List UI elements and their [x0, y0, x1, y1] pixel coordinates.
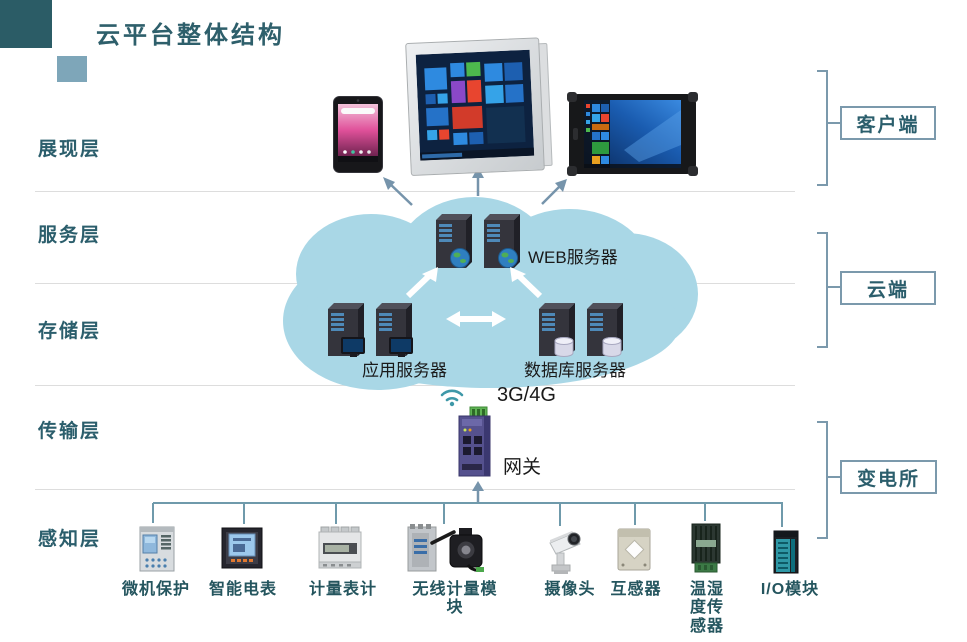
arrow-bus-to-gateway	[472, 481, 484, 504]
web-server-label: WEB服务器	[528, 248, 618, 267]
web-server-icon	[436, 214, 520, 268]
network-label: 3G/4G	[497, 384, 556, 406]
rugged-tablet-screen	[584, 100, 681, 168]
arrow-to-rugged-tablet	[541, 179, 567, 205]
temp-humidity-sensor-device	[691, 523, 721, 573]
bus-drop	[704, 503, 706, 521]
zone-box-client: 客户端	[840, 106, 936, 140]
bus-drop	[152, 503, 154, 523]
bus-drop	[335, 503, 337, 524]
panel-pc-screen	[415, 49, 535, 161]
device-label: I/O模块	[760, 581, 820, 598]
zone-label-cloud: 云端	[866, 279, 909, 301]
arrow-app-db-sync	[446, 311, 506, 327]
layer-label-presentation: 展现层	[38, 139, 102, 160]
substation-zone-bracket	[817, 421, 828, 539]
db-server-icon	[539, 303, 623, 357]
gateway-label: 网关	[503, 457, 542, 478]
zone-box-cloud: 云端	[840, 271, 936, 305]
layer-label-transport: 传输层	[38, 421, 102, 442]
rugged-tablet-camera	[573, 128, 578, 140]
zone-box-substation: 变电所	[840, 460, 937, 494]
rugged-tablet	[567, 92, 698, 176]
bus-drop	[634, 503, 636, 525]
page-title: 云平台整体结构	[96, 22, 285, 49]
protection-relay-device	[139, 526, 175, 572]
zone-label-client: 客户端	[856, 114, 920, 136]
db-server-label: 数据库服务器	[524, 361, 626, 380]
substation-zone-connector	[827, 476, 840, 478]
arrow-to-tablet	[383, 177, 413, 206]
bus-drop	[243, 503, 245, 524]
panel-pc	[405, 37, 553, 177]
device-label: 摄像头	[544, 581, 596, 598]
app-server-icon	[328, 303, 413, 357]
client-zone-bracket	[817, 70, 828, 186]
layer-divider	[35, 385, 795, 386]
device-label: 智能电表	[208, 581, 277, 598]
decor-square-light	[57, 56, 87, 82]
camera-device	[549, 531, 581, 574]
device-label: 温湿度传感器	[689, 581, 724, 635]
gateway-device	[458, 406, 491, 477]
bus-drop	[559, 503, 561, 526]
bus-drop	[781, 503, 783, 527]
client-zone-connector	[827, 122, 840, 124]
layer-label-perception: 感知层	[38, 529, 102, 550]
layer-divider	[35, 191, 795, 192]
device-label: 微机保护	[121, 581, 190, 598]
layer-label-service: 服务层	[38, 225, 102, 246]
smart-meter-device	[221, 527, 263, 569]
device-label: 计量表计	[308, 581, 377, 598]
arrow-app-to-web	[405, 267, 438, 299]
device-label: 无线计量模块	[412, 581, 498, 617]
zone-label-substation: 变电所	[856, 468, 920, 490]
bus-drop	[443, 503, 445, 524]
decor-square-dark	[0, 0, 52, 48]
wireless-metering-device	[407, 524, 484, 572]
io-module-device	[773, 530, 799, 574]
din-meter-device	[318, 526, 362, 569]
device-label: 互感器	[610, 581, 662, 598]
wifi-icon	[440, 389, 464, 407]
cloud-zone-bracket	[817, 232, 828, 348]
cloud-zone-connector	[827, 286, 840, 288]
device-bus-line	[153, 502, 783, 504]
arrow-db-to-web	[510, 267, 543, 299]
app-server-label: 应用服务器	[362, 361, 447, 380]
layer-label-storage: 存储层	[38, 321, 102, 342]
current-transformer-device	[617, 528, 651, 571]
android-tablet	[333, 96, 383, 173]
layer-divider	[35, 489, 795, 490]
